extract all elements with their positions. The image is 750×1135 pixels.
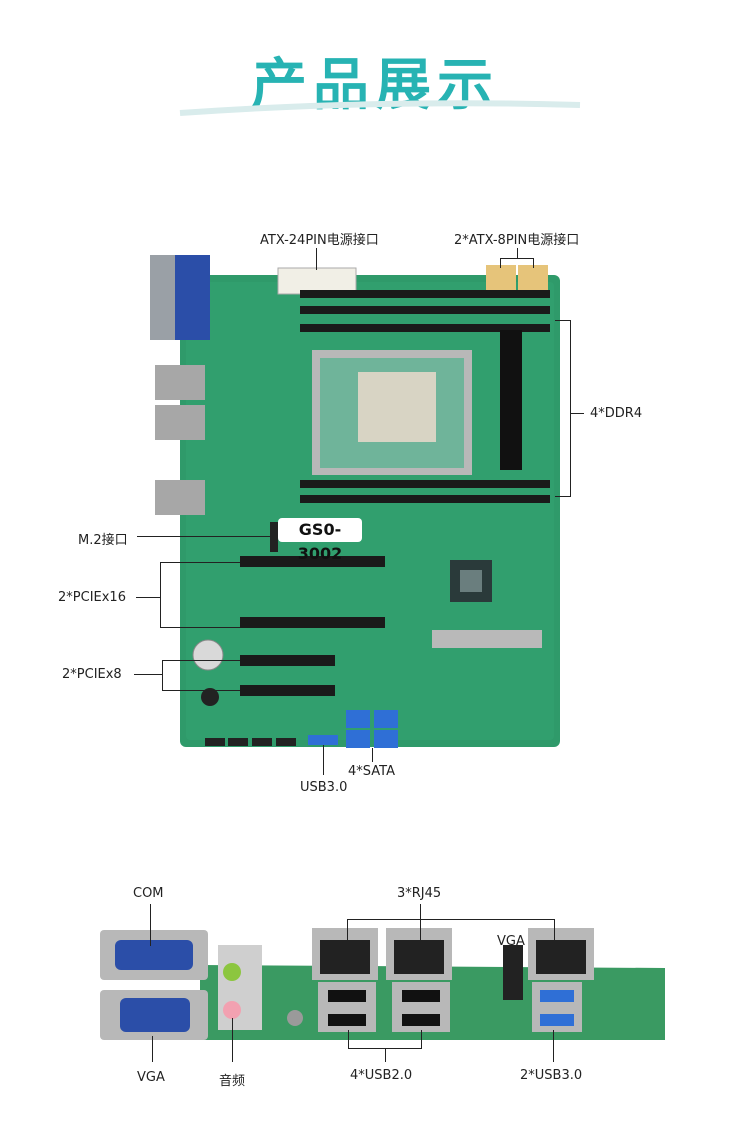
leader-pcie8 [134,674,162,675]
label-atx8: 2*ATX-8PIN电源接口 [454,233,580,248]
usb30-header [308,735,338,745]
label-usb30: 2*USB3.0 [520,1068,583,1083]
pcie-x16-slot-2 [240,617,385,628]
leader-ddr4 [555,320,571,321]
label-atx24: ATX-24PIN电源接口 [260,233,379,248]
leader-vga [152,1036,153,1062]
ddr4-slot-1 [300,290,550,298]
board-model-badge: GS0-3002 [278,518,362,563]
label-rj45: 3*RJ45 [397,886,442,901]
m2-slot [270,522,278,552]
label-m2: M.2接口 [78,533,128,548]
label-ddr4: 4*DDR4 [590,406,643,421]
pcie-x8-slot-2 [240,685,335,696]
sata-port-4 [374,730,398,748]
leader-audio [232,1018,233,1062]
label-vga-bottom: VGA [137,1070,165,1085]
pcie-x16-slot-1 [240,556,385,567]
leader-usb30 [553,1030,554,1062]
leader-sata [372,748,373,762]
leader-usb30-internal [323,745,324,775]
title-swoosh-decoration [179,100,581,116]
rear-rj45-3 [155,480,205,515]
ddr4-slot-3 [300,324,550,332]
atx24-connector [277,267,357,295]
ddr4-slot-4 [300,480,550,488]
leader-rj45 [420,904,421,919]
rear-rj45-2 [155,405,205,440]
sata-port-2 [374,710,398,728]
audio-jack-block [218,945,262,1030]
label-vga-top: VGA [497,934,525,949]
label-sata: 4*SATA [348,764,395,779]
label-pcie16: 2*PCIEx16 [58,590,126,605]
leader-com [150,904,151,946]
pcie-x8-slot-1 [240,655,335,666]
leader-pcie16 [136,597,160,598]
label-pcie8: 2*PCIEx8 [62,667,122,682]
ddr4-slot-2 [300,306,550,314]
sata-port-3 [346,730,370,748]
sata-port-1 [346,710,370,728]
cmos-battery [192,639,224,671]
leader-m2 [137,536,272,537]
label-usb30-internal: USB3.0 [300,780,348,795]
leader-atx8 [517,248,518,258]
rear-rj45-1 [155,365,205,400]
label-usb20: 4*USB2.0 [350,1068,413,1083]
label-audio: 音频 [219,1074,246,1089]
label-com: COM [133,886,164,901]
leader-usb20 [348,1030,349,1048]
leader-atx24 [316,248,317,270]
